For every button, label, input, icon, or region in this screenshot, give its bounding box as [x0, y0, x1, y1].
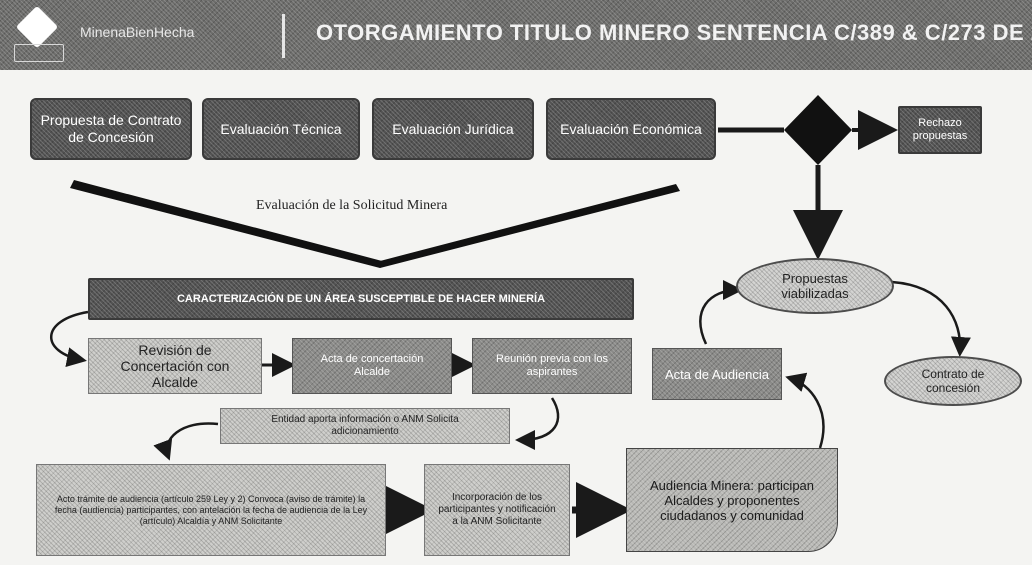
- funnel-label: Evaluación de la Solicitud Minera: [256, 198, 448, 213]
- step-economic-label: Evaluación Económica: [560, 120, 702, 137]
- curved-arrow-icon: [153, 422, 219, 461]
- header-separator: [282, 14, 285, 58]
- viable-proposals-ellipse: Propuestas viabilizadas: [736, 258, 894, 314]
- review-concertation-label: Revisión de Concertación con Alcalde: [120, 342, 230, 390]
- curved-arrow-icon: [50, 310, 89, 368]
- curved-arrow-icon: [785, 372, 825, 449]
- funnel-right-line: [376, 184, 680, 268]
- reject-box: Rechazo propuestas: [898, 106, 982, 154]
- step-proposal: Propuesta de Contrato de Concesión: [30, 98, 192, 160]
- participants-box: Incorporación de los participantes y not…: [424, 464, 570, 556]
- viable-proposals-label: Propuestas viabilizadas: [781, 271, 849, 301]
- decision-diamond-icon: [784, 95, 852, 165]
- entity-info-label: Entidad aporta información o ANM Solicit…: [271, 414, 459, 437]
- review-concertation-box: Revisión de Concertación con Alcalde: [88, 338, 262, 394]
- mining-hearing-document: Audiencia Minera: participan Alcaldes y …: [626, 448, 838, 552]
- prior-meeting-box: Reunión previa con los aspirantes: [472, 338, 632, 394]
- mining-hearing-label: Audiencia Minera: participan Alcaldes y …: [649, 477, 815, 523]
- header-banner: MinenaBienHecha OTORGAMIENTO TITULO MINE…: [0, 0, 1032, 70]
- participants-label: Incorporación de los participantes y not…: [438, 492, 556, 527]
- hearing-act-box: Acto trámite de audiencia (artículo 259 …: [36, 464, 386, 556]
- concession-contract-ellipse: Contrato de concesión: [884, 356, 1022, 406]
- step-legal: Evaluación Jurídica: [372, 98, 534, 160]
- prior-meeting-label: Reunión previa con los aspirantes: [496, 353, 608, 378]
- step-economic: Evaluación Económica: [546, 98, 716, 160]
- characterization-bar: CARACTERIZACIÓN DE UN ÁREA SUSCEPTIBLE D…: [88, 278, 634, 320]
- header-subtitle: MinenaBienHecha: [80, 24, 195, 40]
- concertation-act-label: Acta de concertación Alcalde: [320, 353, 424, 378]
- page-title: OTORGAMIENTO TITULO MINERO SENTENCIA C/3…: [316, 20, 1032, 45]
- hearing-record-box: Acta de Audiencia: [652, 348, 782, 400]
- hearing-act-label: Acto trámite de audiencia (artículo 259 …: [54, 493, 368, 526]
- step-technical: Evaluación Técnica: [202, 98, 360, 160]
- step-technical-label: Evaluación Técnica: [220, 120, 342, 137]
- logo-frame: [14, 44, 64, 62]
- step-legal-label: Evaluación Jurídica: [392, 120, 514, 137]
- reject-label: Rechazo propuestas: [912, 117, 968, 142]
- funnel-left-line: [70, 180, 386, 268]
- step-proposal-label: Propuesta de Contrato de Concesión: [40, 112, 182, 145]
- concertation-act-box: Acta de concertación Alcalde: [292, 338, 452, 394]
- hearing-record-label: Acta de Audiencia: [664, 366, 770, 382]
- curved-arrow-icon: [699, 280, 743, 345]
- curved-arrow-icon: [515, 397, 560, 450]
- concession-contract-label: Contrato de concesión: [921, 367, 985, 395]
- characterization-label: CARACTERIZACIÓN DE UN ÁREA SUSCEPTIBLE D…: [176, 293, 546, 305]
- entity-info-box: Entidad aporta información o ANM Solicit…: [220, 408, 510, 444]
- curved-arrow-icon: [891, 280, 971, 357]
